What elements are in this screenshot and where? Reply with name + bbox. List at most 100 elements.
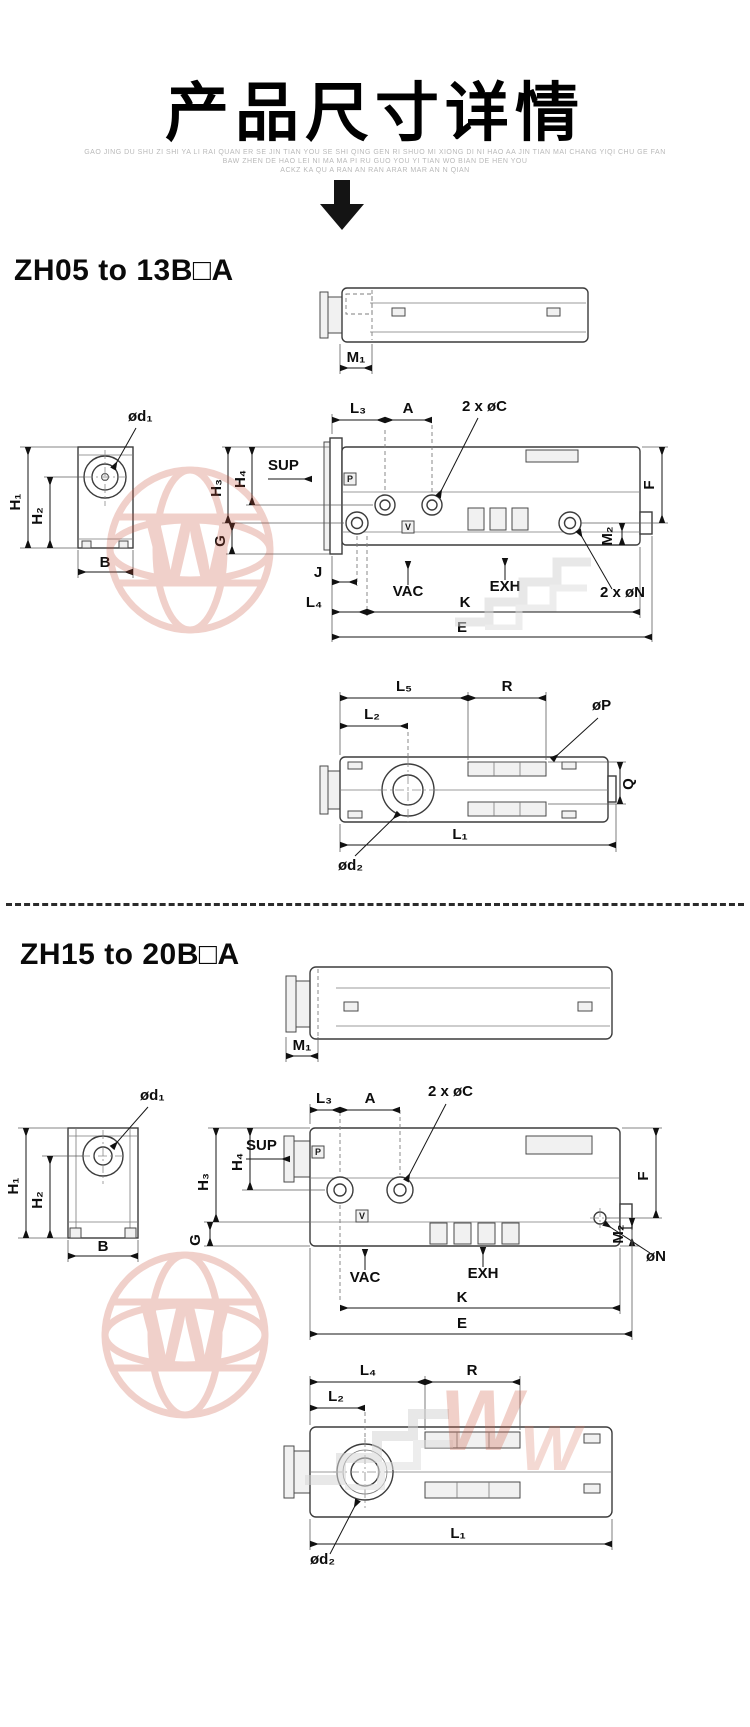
section-divider: [6, 903, 744, 906]
zh05-label-g: G: [212, 535, 229, 547]
zh05-v-port-label: V: [405, 522, 411, 532]
zh15-dim-h4: H₄: [229, 1128, 325, 1191]
zh15-front-view: P V L₃ A 2 x øC: [187, 1083, 666, 1340]
zh15-dim-c: 2 x øC: [403, 1083, 473, 1183]
zh15-dim-h2: H₂: [29, 1155, 83, 1238]
zh15-dim-k: K: [340, 1248, 621, 1314]
zh15-dim-b: B: [67, 1238, 139, 1262]
zh05-dim-q: Q: [548, 761, 637, 805]
zh15-dim-m1: M₁: [285, 1037, 319, 1062]
zh15-label-vac: VAC: [350, 1269, 381, 1286]
zh05-sup-callout: SUP: [268, 457, 312, 483]
subtitle-line-2: BAW ZHEN DE HAO LEI NI MA MA PI RU GUO Y…: [222, 158, 528, 165]
zh05-label-a: A: [403, 400, 414, 417]
zh05-dim-l2: L₂: [340, 706, 409, 758]
zh15-dim-l1: L₁: [309, 1519, 613, 1550]
zh05-label-l5: L₅: [396, 678, 412, 695]
zh15-label-exh: EXH: [468, 1265, 499, 1282]
zh15-label-c: 2 x øC: [428, 1083, 473, 1100]
zh05-label-sup: SUP: [268, 457, 299, 474]
zh05-label-q: Q: [620, 778, 637, 790]
zh05-dim-e: E: [332, 536, 653, 642]
zh15-label-h3: H₃: [195, 1173, 212, 1191]
zh05-label-e: E: [457, 619, 467, 636]
zh05-label-n: 2 x øN: [600, 584, 645, 601]
zh15-dim-n: øN: [602, 1220, 666, 1265]
zh05-dim-h2: H₂: [29, 476, 85, 548]
zh05-label-od1: ød₁: [128, 408, 153, 425]
zh05-dim-h3: H₃: [208, 447, 344, 524]
zh05-label-m2: M₂: [599, 526, 616, 545]
zh15-label-od2: ød₂: [310, 1551, 335, 1568]
zh05-label-c: 2 x øC: [462, 398, 507, 415]
zh05-dim-l3-a: L₃ A: [331, 400, 432, 434]
zh15-dim-od2: ød₂: [310, 1498, 361, 1568]
zh05-label-l2: L₂: [364, 706, 380, 723]
zh05-dim-m1: M₁: [339, 344, 373, 374]
zh15-vac-callout: VAC: [350, 1249, 381, 1286]
zh05-label-exh: EXH: [490, 578, 521, 595]
section-title-zh15: ZH15 to 20B□A: [20, 938, 240, 971]
zh05-label-op: øP: [592, 697, 611, 714]
zh15-label-b: B: [98, 1238, 109, 1255]
down-arrow-icon: [320, 180, 364, 230]
zh15-label-r: R: [467, 1362, 478, 1379]
zh15-bottom-view: L₄ R L₂ L₁ ød₂: [283, 1362, 613, 1568]
zh15-label-l1: L₁: [450, 1525, 465, 1542]
zh05-label-l1: L₁: [452, 826, 467, 843]
page-title: 产品尺寸详情: [165, 77, 585, 149]
zh05-label-r: R: [502, 678, 513, 695]
zh05-dim-b: B: [77, 550, 134, 578]
zh15-label-n: øN: [646, 1248, 666, 1265]
zh05-p-port-label: P: [347, 474, 353, 484]
zh15-label-l2: L₂: [328, 1388, 344, 1405]
zh15-dim-l3-a: L₃ A: [309, 1090, 400, 1124]
zh05-dim-h4: H₄: [232, 447, 373, 506]
subtitle-block: GAO JING DU SHU ZI SHI YA LI RAI QUAN ER…: [0, 148, 750, 175]
zh15-dim-h1: H₁: [5, 1127, 68, 1239]
zh15-v-port-label: V: [359, 1211, 365, 1221]
zh05-label-j: J: [314, 564, 322, 581]
zh05-label-vac: VAC: [393, 583, 424, 600]
zh05-dim-op: øP: [549, 697, 611, 763]
zh05-label-h3: H₃: [208, 479, 225, 497]
zh15-label-m2: M₂: [610, 1224, 627, 1243]
zh15-label-a: A: [365, 1090, 376, 1107]
zh15-dim-g: G: [187, 1222, 310, 1247]
zh05-drawings: M₁ ød₁ H₁: [7, 287, 668, 874]
zh05-label-m1: M₁: [347, 349, 366, 366]
zh05-dim-od1: ød₁: [110, 408, 153, 471]
zh05-exh-callout: EXH: [490, 558, 521, 595]
zh15-side-view: ød₁ H₁ H₂ B: [5, 1087, 165, 1262]
zh05-front-view: P V L₃ A 2 x øC: [208, 398, 668, 642]
zh15-label-e: E: [457, 1315, 467, 1332]
zh05-label-h2: H₂: [29, 507, 46, 525]
zh05-side-view: ød₁ H₁ H₂ B: [7, 408, 153, 578]
zh15-top-view: M₁: [285, 966, 613, 1062]
zh15-drawings: M₁ ød₁ H₁: [5, 966, 666, 1568]
zh15-label-l3: L₃: [316, 1090, 332, 1107]
zh05-vac-callout: VAC: [393, 561, 424, 600]
zh05-bottom-view: L₅ R L₂ øP Q L₁: [319, 678, 637, 874]
zh05-dim-od2: ød₂: [338, 810, 402, 874]
subtitle-line-3: ACKZ KA QU A RAN AN RAN ARAR MAR AN N QI…: [280, 167, 470, 174]
zh15-sup-callout: SUP: [246, 1137, 290, 1163]
zh05-dim-g: G: [212, 523, 330, 555]
zh05-label-l4: L₄: [306, 594, 322, 611]
zh05-dim-c: 2 x øC: [435, 398, 507, 499]
zh15-label-g: G: [187, 1234, 204, 1246]
zh05-dim-l1: L₁: [339, 804, 617, 852]
zh05-label-k: K: [460, 594, 471, 611]
zh05-dim-l5-r: L₅ R: [339, 678, 547, 760]
zh05-label-f: F: [641, 480, 658, 489]
zh15-label-h4: H₄: [229, 1153, 246, 1171]
zh05-label-b: B: [100, 554, 111, 571]
zh05-dim-h1: H₁: [7, 446, 78, 549]
zh15-label-h2: H₂: [29, 1191, 46, 1209]
zh05-dim-l4: L₄: [306, 594, 367, 616]
zh15-p-port-label: P: [315, 1147, 321, 1157]
zh15-label-m1: M₁: [293, 1037, 312, 1054]
zh15-label-od1: ød₁: [140, 1087, 165, 1104]
zh15-exh-callout: EXH: [468, 1247, 499, 1282]
